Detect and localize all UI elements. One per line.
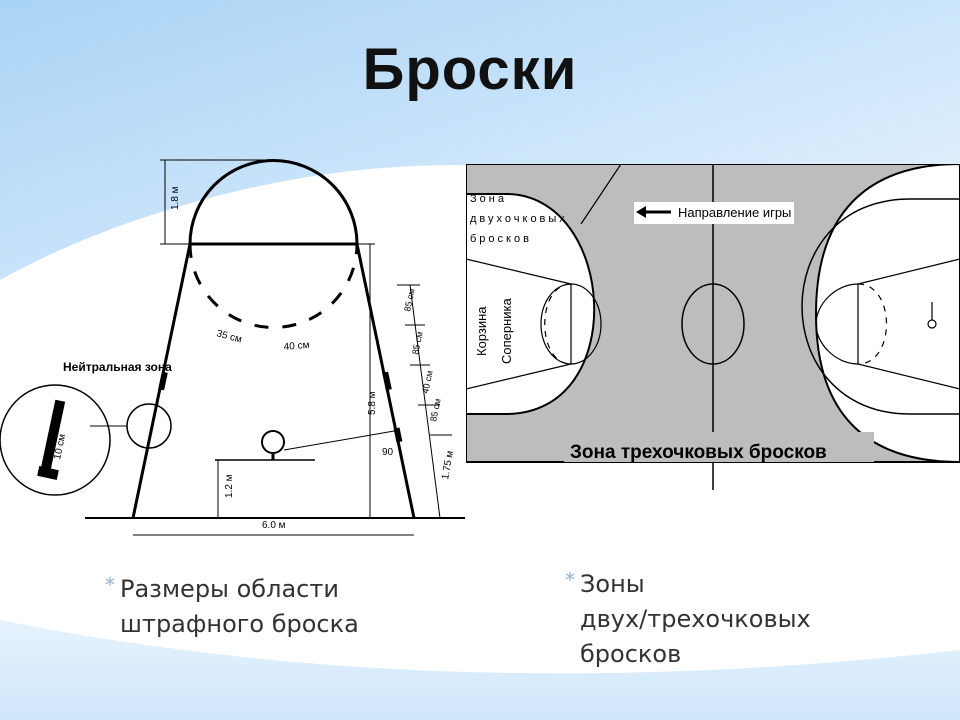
right-two-point-zone [814,164,960,462]
center-circle [681,283,745,365]
dim-side-85-c: 85 см [428,398,443,423]
caption-right-bullet: * [565,568,575,592]
left-two-point-zone [466,193,596,415]
zoom-circle [0,384,111,496]
dim-side-85-b: 85 см [410,331,425,356]
two-point-label-3: бросков [470,233,532,245]
caption-right-line-3: бросков [580,640,682,668]
caption-right: * Зоны двух/трехочковых бросков [565,567,811,672]
dim-angle: 90 [382,447,394,458]
free-throw-diagram: Нейтральная зона 1.8 м 6.0 м 5.8 м 1.2 м… [0,159,465,536]
slide-title: Броски [362,37,578,102]
two-point-label-1: Зона [470,193,507,205]
court-zones-diagram: Зона двухочковых бросков Направление игр… [466,164,960,490]
direction-arrow [634,202,794,224]
caption-left-bullet: * [105,573,115,597]
basket-ring [261,430,285,454]
two-point-label-2: двухочковых [470,213,568,225]
caption-right-line-2: двух/трехочковых [580,605,811,633]
dim-top-height: 1.8 м [170,186,181,210]
dim-gap-40: 40 см [283,340,310,353]
dim-side-85-a: 85 см [402,288,417,313]
basket-label: Корзина [474,306,489,356]
free-throw-circle-bottom [188,243,359,329]
caption-left-line-1: Размеры области [120,575,339,603]
three-point-label: Зона трехочковых бросков [570,442,827,463]
dim-length: 5.8 м [367,391,378,415]
caption-right-line-1: Зоны [580,570,645,598]
dim-gap-35: 35 см [215,328,243,345]
opponent-label: Соперника [499,297,514,364]
dim-board-offset: 1.75 м [440,450,456,481]
dim-width: 6.0 м [262,520,286,531]
caption-left: * Размеры области штрафного броска [105,572,359,642]
caption-left-line-2: штрафного броска [120,610,359,638]
neutral-zone-label: Нейтральная зона [63,360,172,374]
free-throw-circle-top [188,159,359,245]
direction-label: Направление игры [678,205,791,220]
dim-board-height: 1.2 м [224,474,235,498]
dim-zoom-10: 10 см [52,433,68,461]
dim-side-40: 40 см [420,370,435,395]
